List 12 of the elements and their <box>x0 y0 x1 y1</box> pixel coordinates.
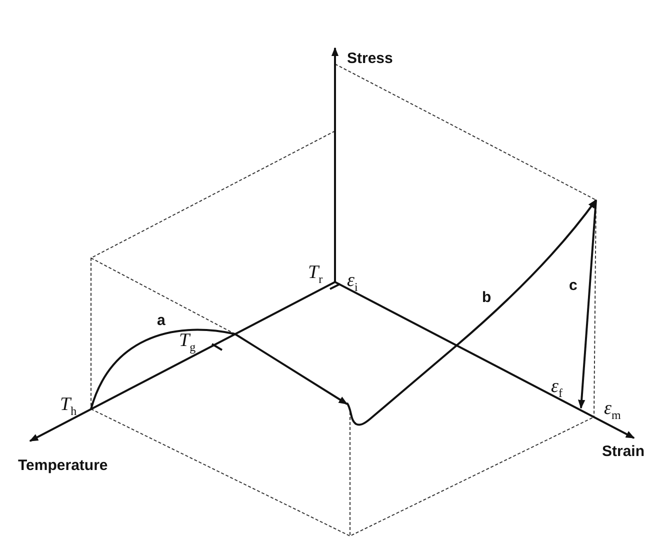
axis-label: Strain <box>602 443 645 460</box>
axis-label: Temperature <box>18 457 108 474</box>
tick-label: ε$_{m}$ <box>604 398 621 423</box>
curve-label: a <box>157 312 166 329</box>
axis-label: Stress <box>347 50 393 67</box>
tick-label: T$_{h}$ <box>60 394 77 419</box>
tick-label: T$_{r}$ <box>308 262 323 287</box>
tick-label: ε$_{f}$ <box>551 376 562 401</box>
tick-label: ε$_{i}$ <box>347 270 358 295</box>
tick-label: T$_{g}$ <box>179 330 196 355</box>
curve-label: c <box>569 277 578 294</box>
curve-label: b <box>482 289 492 306</box>
